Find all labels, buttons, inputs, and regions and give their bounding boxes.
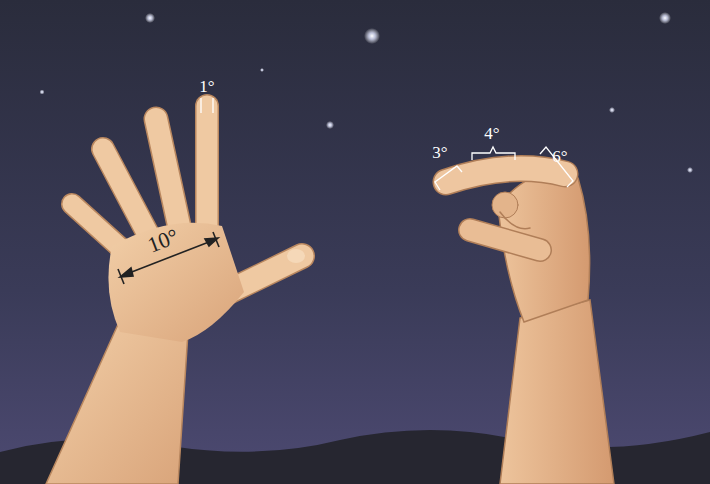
six-degree-bracket [540,147,573,187]
angle-label: 1° [199,78,214,95]
pinching-hand [446,169,614,484]
stars [40,12,694,173]
angle-label: 10° [145,225,182,257]
open-hand [46,106,305,484]
one-degree-bracket [201,98,213,113]
angle-label: 4° [484,125,499,142]
three-degree-bracket [435,166,462,190]
angle-label: 3° [432,144,447,161]
four-degree-brace [472,147,515,160]
angle-brackets [201,98,573,190]
angle-label: 6° [552,148,567,165]
